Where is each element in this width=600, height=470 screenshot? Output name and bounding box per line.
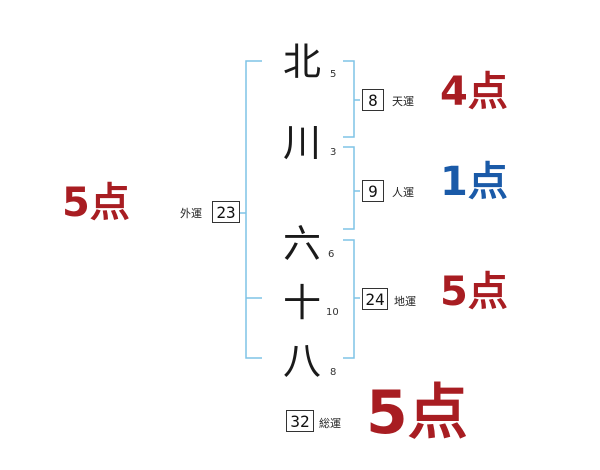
gai-score: 5点 [62,180,130,226]
ten-label: 天運 [392,95,414,108]
char-3-strokes: 6 [328,249,335,260]
char-3: 六 [283,222,322,266]
ten-bracket [343,60,355,138]
char-4: 十 [283,281,322,325]
sou-score: 5点 [366,378,468,448]
ten-score: 4点 [440,69,508,115]
chi-score: 5点 [440,269,508,315]
char-5-strokes: 8 [330,367,337,378]
chi-label: 地運 [394,295,416,308]
char-1: 北 [283,40,322,84]
chi-value-box: 24 [362,288,388,310]
sou-value-box: 32 [286,410,314,432]
gai-label: 外運 [180,207,202,220]
jin-label: 人運 [392,186,414,199]
gai-value-box: 23 [212,201,240,223]
char-1-strokes: 5 [330,69,337,80]
jin-score: 1点 [440,159,508,205]
outer-bracket [245,60,262,359]
sou-label: 総運 [319,417,341,430]
char-4-strokes: 10 [326,307,339,318]
jin-value-box: 9 [362,180,384,202]
chi-bracket [343,239,355,359]
char-2: 川 [283,121,322,165]
char-2-strokes: 3 [330,147,337,158]
char-5: 八 [283,339,322,383]
jin-bracket [343,146,355,230]
ten-value-box: 8 [362,89,384,111]
